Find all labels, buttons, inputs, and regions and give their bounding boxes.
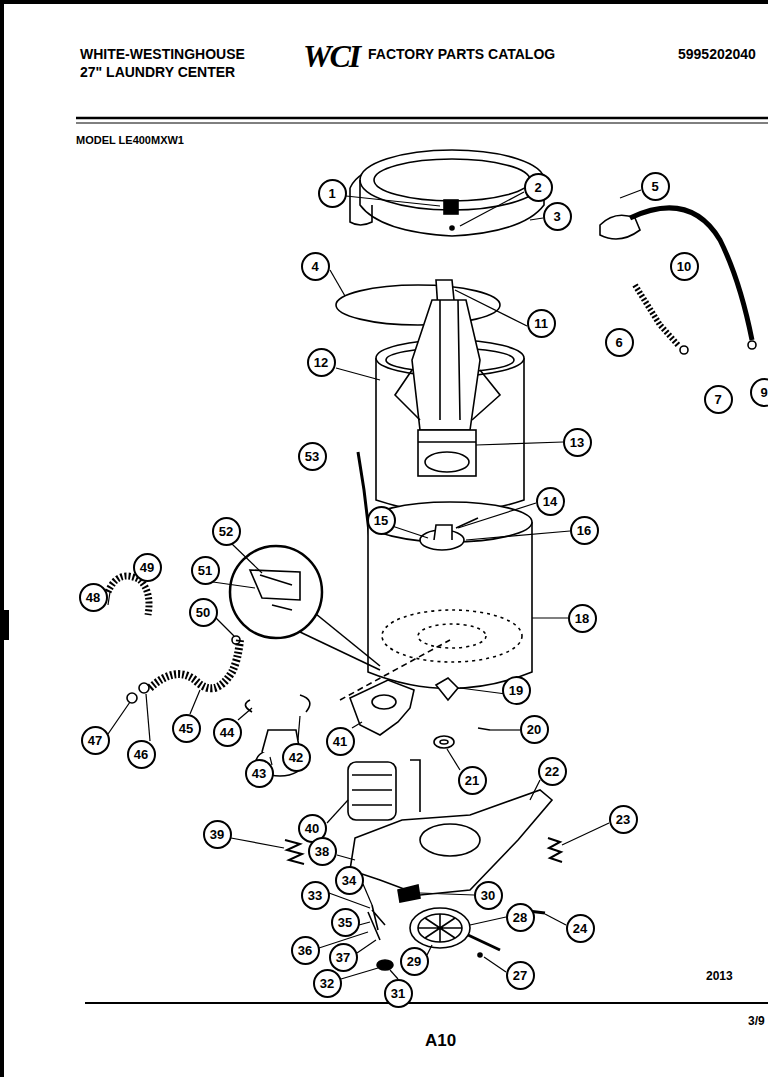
callout-number: 3	[543, 202, 572, 231]
callout-number: 35	[331, 908, 360, 937]
callout-number: 32	[313, 969, 342, 998]
header-text: WHITE-WESTINGHOUSE	[80, 46, 245, 62]
callout-number: 13	[563, 428, 592, 457]
catalog-number: 5995202040	[678, 46, 756, 62]
date-code: 3/9	[748, 1014, 765, 1028]
callout-number: 42	[282, 743, 311, 772]
callout-number: 9	[750, 378, 768, 407]
logo-text: WCI	[303, 38, 359, 75]
callout-number: 21	[458, 766, 487, 795]
callout-number: 5	[641, 172, 670, 201]
callout-number: 19	[502, 676, 531, 705]
callout-number: 41	[326, 727, 355, 756]
callout-number: 4	[301, 252, 330, 281]
callout-number: 36	[291, 936, 320, 965]
callout-number: 18	[568, 604, 597, 633]
callout-number: 2	[524, 173, 553, 202]
header-text: FACTORY PARTS CATALOG	[368, 46, 555, 62]
callout-number: 29	[400, 947, 429, 976]
drawing-number: 2013	[706, 969, 733, 983]
callout-number: 30	[474, 881, 503, 910]
callout-number: 7	[704, 385, 733, 414]
callout-number: 12	[307, 348, 336, 377]
header-text: 27" LAUNDRY CENTER	[80, 64, 235, 80]
callout-number: 51	[191, 556, 220, 585]
callout-number: 34	[335, 866, 364, 895]
callout-number: 50	[189, 598, 218, 627]
callout-number: 33	[301, 881, 330, 910]
callout-number: 44	[213, 718, 242, 747]
callout-number: 52	[212, 517, 241, 546]
callout-number: 48	[79, 583, 108, 612]
callout-number: 45	[172, 714, 201, 743]
callout-number: 47	[81, 726, 110, 755]
callout-number: 10	[670, 252, 699, 281]
callout-number: 27	[506, 961, 535, 990]
callout-number: 22	[538, 757, 567, 786]
callout-number: 28	[506, 903, 535, 932]
page-number: A10	[425, 1031, 456, 1051]
callout-number: 11	[527, 309, 556, 338]
callout-number: 1	[318, 179, 347, 208]
callout-number: 16	[570, 516, 599, 545]
callout-number: 46	[127, 740, 156, 769]
callout-number: 49	[133, 553, 162, 582]
callout-number: 53	[298, 442, 327, 471]
callout-number: 24	[566, 914, 595, 943]
model-number: MODEL LE400MXW1	[76, 134, 184, 146]
callout-number: 23	[609, 805, 638, 834]
callout-number: 38	[308, 837, 337, 866]
callout-number: 6	[605, 328, 634, 357]
callout-number: 37	[329, 943, 358, 972]
callout-number: 31	[384, 979, 413, 1008]
callout-number: 43	[245, 759, 274, 788]
callout-number: 14	[536, 487, 565, 516]
callout-number: 39	[203, 820, 232, 849]
callout-number: 15	[367, 506, 396, 535]
callout-number: 20	[520, 715, 549, 744]
